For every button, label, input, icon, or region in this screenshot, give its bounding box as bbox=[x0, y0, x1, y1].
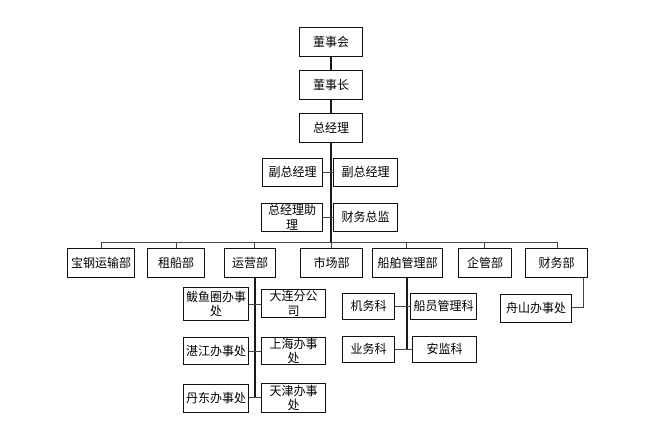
org-node-shanghai-office: 上海办事处 bbox=[261, 337, 326, 365]
org-node-deputy-gm-2: 副总经理 bbox=[333, 158, 398, 187]
org-node-ship-management: 船舶管理部 bbox=[372, 248, 443, 278]
org-node-deputy-gm-1: 副总经理 bbox=[262, 158, 323, 187]
org-node-gm-assistant: 总经理助理 bbox=[261, 203, 323, 232]
connector-drop-marketing bbox=[331, 242, 332, 248]
org-node-engineering-section: 机务科 bbox=[342, 293, 395, 320]
connector-ops-tick-row2 bbox=[249, 351, 261, 352]
org-node-zhanjiang-office: 湛江办事处 bbox=[183, 337, 249, 365]
connector-drop-operations bbox=[254, 242, 255, 248]
org-node-dandong-office: 丹东办事处 bbox=[183, 384, 249, 413]
org-node-business-section: 业务科 bbox=[342, 336, 395, 363]
connector-central-spine bbox=[330, 143, 332, 242]
connector-chairman-gm bbox=[330, 100, 332, 113]
connector-drop-ship-management bbox=[406, 242, 407, 248]
connector-ops-tick-row1 bbox=[249, 304, 261, 305]
connector-board-chairman bbox=[330, 57, 332, 70]
org-node-crew-management-section: 船员管理科 bbox=[410, 293, 477, 320]
connector-drop-chartering bbox=[176, 242, 177, 248]
connector-ship-tick-row2 bbox=[395, 349, 412, 350]
org-node-safety-supervision-section: 安监科 bbox=[412, 336, 477, 363]
connector-zhoushan-horizontal bbox=[572, 307, 584, 308]
connector-drop-finance bbox=[557, 242, 558, 248]
org-node-tianjin-office: 天津办事处 bbox=[261, 383, 326, 413]
org-node-enterprise-management: 企管部 bbox=[458, 248, 512, 278]
org-node-baosteel-transport: 宝钢运输部 bbox=[67, 248, 135, 278]
connector-operations-spine bbox=[254, 278, 256, 398]
org-node-operations: 运营部 bbox=[224, 248, 276, 278]
org-node-general-manager: 总经理 bbox=[299, 113, 363, 143]
connector-drop-baosteel bbox=[101, 242, 102, 248]
connector-drop-enterprise bbox=[484, 242, 485, 248]
connector-department-rail bbox=[101, 242, 558, 243]
connector-assistant-tick bbox=[323, 217, 333, 218]
org-node-chairman: 董事长 bbox=[299, 70, 363, 100]
org-node-finance: 财务部 bbox=[525, 248, 588, 278]
org-node-chartering: 租船部 bbox=[147, 248, 205, 278]
org-node-bayuquan-office: 鲅鱼圈办事处 bbox=[183, 287, 249, 321]
org-node-zhoushan-office: 舟山办事处 bbox=[500, 294, 572, 323]
connector-zhoushan-vertical bbox=[583, 278, 584, 308]
connector-ops-tick-row3 bbox=[249, 397, 261, 398]
connector-ship-mgmt-spine bbox=[406, 278, 408, 350]
org-node-dalian-branch: 大连分公司 bbox=[261, 289, 326, 318]
org-node-marketing: 市场部 bbox=[300, 248, 363, 278]
org-node-board: 董事会 bbox=[299, 27, 363, 57]
connector-deputy-tick bbox=[323, 172, 333, 173]
org-node-finance-director: 财务总监 bbox=[333, 203, 398, 232]
connector-ship-tick-row1 bbox=[395, 306, 410, 307]
